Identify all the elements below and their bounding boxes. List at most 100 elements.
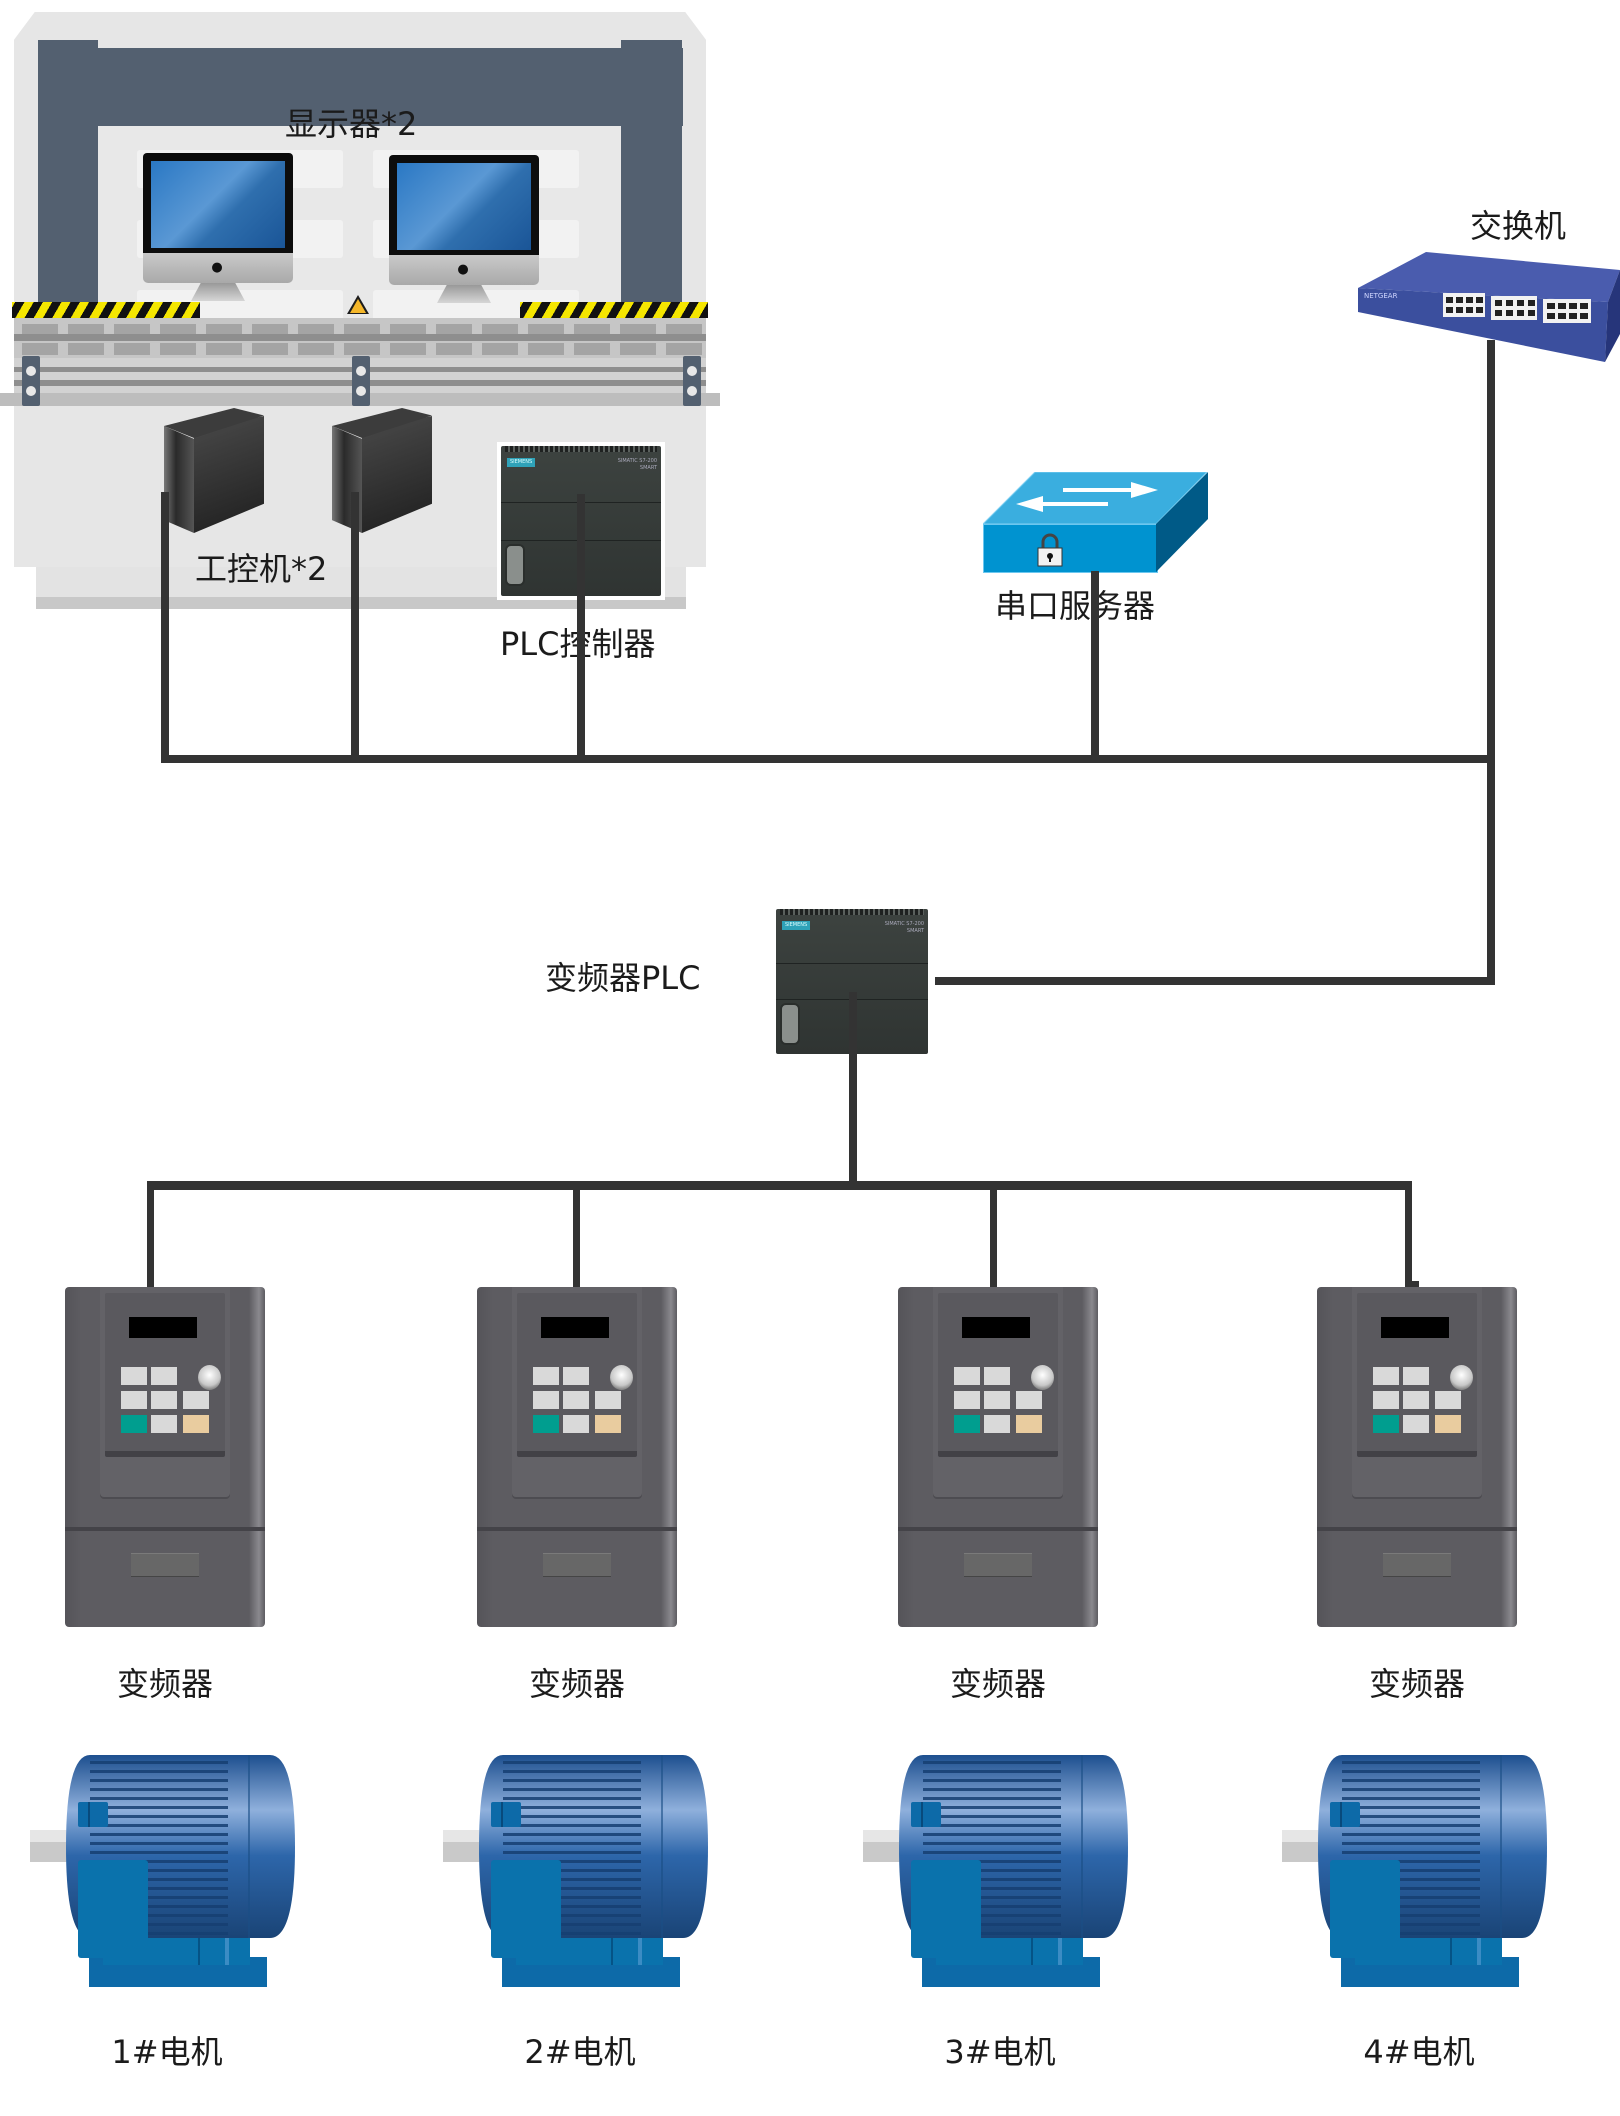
inverter-key[interactable] xyxy=(1403,1415,1429,1433)
inverter-display xyxy=(962,1317,1030,1338)
inverter-key[interactable] xyxy=(563,1391,589,1409)
inverter-plc-label: 变频器PLC xyxy=(545,959,701,997)
inverter-key[interactable] xyxy=(954,1367,980,1385)
inverter-key[interactable] xyxy=(563,1415,589,1433)
terminal-block xyxy=(482,324,518,336)
inverter-key[interactable] xyxy=(954,1391,980,1409)
monitors-label: 显示器*2 xyxy=(285,105,418,143)
wire-switch-trunk xyxy=(1487,340,1495,985)
terminal-block xyxy=(390,324,426,336)
motor-3[interactable] xyxy=(863,1755,1128,1987)
inverter-key[interactable] xyxy=(533,1391,559,1409)
inverter-label-1: 变频器 xyxy=(116,1665,214,1703)
inverter-3[interactable] xyxy=(898,1287,1098,1627)
terminal-block xyxy=(436,343,472,355)
inverter-key[interactable] xyxy=(984,1415,1010,1433)
monitor-stand xyxy=(437,285,491,303)
plc-seam xyxy=(776,963,928,964)
cabinet-frame-top xyxy=(38,48,683,126)
ipc-label: 工控机*2 xyxy=(195,550,328,588)
inverter-2[interactable] xyxy=(477,1287,677,1627)
inverter-stop-key[interactable] xyxy=(183,1415,209,1433)
terminal-block xyxy=(206,324,242,336)
inverter-key[interactable] xyxy=(151,1367,177,1385)
inverter-key[interactable] xyxy=(1373,1391,1399,1409)
terminal-block xyxy=(528,324,564,336)
inverter-label-2: 变频器 xyxy=(528,1665,626,1703)
inverter-run-key[interactable] xyxy=(121,1415,147,1433)
inverter-bus xyxy=(147,1181,1412,1190)
apple-logo-icon: ● xyxy=(457,262,469,277)
plc-model-line1: SIMATIC S7-200 xyxy=(617,458,657,464)
terminal-block xyxy=(298,343,334,355)
rail-line xyxy=(14,334,706,341)
inverter-key[interactable] xyxy=(1016,1391,1042,1409)
terminal-block xyxy=(160,343,196,355)
inverter-run-key[interactable] xyxy=(954,1415,980,1433)
inverter-stop-key[interactable] xyxy=(1016,1415,1042,1433)
monitor-chin xyxy=(389,255,539,285)
motor-1[interactable] xyxy=(30,1755,295,1987)
inverter-key[interactable] xyxy=(121,1367,147,1385)
terminal-block xyxy=(528,343,564,355)
inverter-key[interactable] xyxy=(1435,1391,1461,1409)
inverter-display xyxy=(1381,1317,1449,1338)
switch-label: 交换机 xyxy=(1470,207,1567,245)
inverter-key[interactable] xyxy=(533,1367,559,1385)
industrial-pc-2[interactable] xyxy=(332,408,432,533)
monitor-chin xyxy=(143,253,293,283)
inverter-nameplate xyxy=(543,1553,611,1577)
inverter-nameplate xyxy=(131,1553,199,1577)
wire-inverter-plc-down xyxy=(849,992,857,1189)
inverter-key[interactable] xyxy=(984,1367,1010,1385)
monitor-1[interactable]: ● xyxy=(143,153,293,301)
monitor-screen xyxy=(397,163,531,250)
inverter-run-key[interactable] xyxy=(1373,1415,1399,1433)
inverter-key[interactable] xyxy=(121,1391,147,1409)
wire-plc xyxy=(577,494,585,763)
terminal-block xyxy=(620,343,656,355)
ethernet-bus xyxy=(161,755,1495,763)
inverter-display xyxy=(129,1317,197,1338)
inverter-knob[interactable] xyxy=(198,1365,221,1390)
terminal-block xyxy=(160,324,196,336)
terminal-block xyxy=(390,343,426,355)
monitor-screen xyxy=(151,161,285,248)
inverter-key[interactable] xyxy=(563,1367,589,1385)
inverter-1[interactable] xyxy=(65,1287,265,1627)
inverter-key[interactable] xyxy=(1403,1367,1429,1385)
inverter-run-key[interactable] xyxy=(533,1415,559,1433)
motor-label-4: 4#电机 xyxy=(1363,2033,1475,2071)
monitor-stand xyxy=(191,283,245,301)
industrial-pc-1[interactable] xyxy=(164,408,264,533)
terminal-block xyxy=(68,343,104,355)
plc-vents xyxy=(505,446,657,452)
inverter-knob[interactable] xyxy=(610,1365,633,1390)
inverter-key[interactable] xyxy=(151,1391,177,1409)
inverter-stop-key[interactable] xyxy=(1435,1415,1461,1433)
inverter-key[interactable] xyxy=(1403,1391,1429,1409)
svg-text:NETGEAR: NETGEAR xyxy=(1364,292,1398,300)
terminal-block xyxy=(666,343,702,355)
serial-server[interactable] xyxy=(983,524,1158,573)
inverter-knob[interactable] xyxy=(1450,1365,1473,1390)
inverter-key[interactable] xyxy=(151,1415,177,1433)
inverter-key[interactable] xyxy=(1373,1367,1399,1385)
inverter-stop-key[interactable] xyxy=(595,1415,621,1433)
inverter-key[interactable] xyxy=(183,1391,209,1409)
inverter-key[interactable] xyxy=(595,1391,621,1409)
network-switch[interactable]: NETGEAR xyxy=(1358,252,1620,362)
terminal-block xyxy=(22,343,58,355)
inverter-divider xyxy=(1317,1527,1517,1531)
inverter-knob[interactable] xyxy=(1031,1365,1054,1390)
monitor-2[interactable]: ● xyxy=(389,155,539,303)
motor-4[interactable] xyxy=(1282,1755,1547,1987)
terminal-block xyxy=(252,324,288,336)
inverter-key[interactable] xyxy=(984,1391,1010,1409)
motor-2[interactable] xyxy=(443,1755,708,1987)
plc-vents xyxy=(780,909,924,915)
lock-icon xyxy=(1037,533,1063,567)
inverter-4[interactable] xyxy=(1317,1287,1517,1627)
